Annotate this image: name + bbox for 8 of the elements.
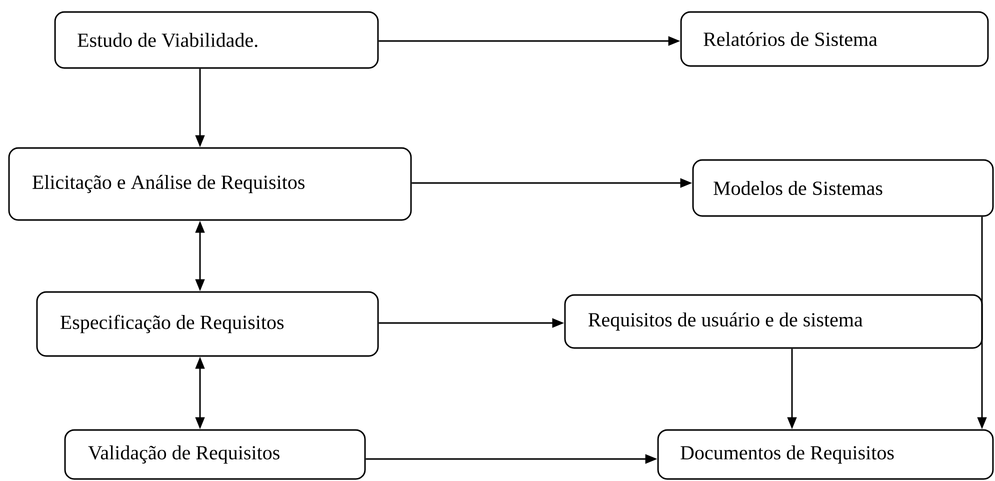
- process-box: Estudo de Viabilidade.: [54, 11, 379, 69]
- process-box: Requisitos de usuário e de sistema: [564, 294, 983, 349]
- process-box: Relatórios de Sistema: [680, 11, 989, 67]
- process-box: Validação de Requisitos: [64, 429, 366, 480]
- process-box: Documentos de Requisitos: [657, 429, 994, 480]
- process-box: Modelos de Sistemas: [692, 159, 994, 217]
- process-box: Especificação de Requisitos: [36, 291, 379, 357]
- process-box: Elicitação e Análise de Requisitos: [8, 147, 412, 221]
